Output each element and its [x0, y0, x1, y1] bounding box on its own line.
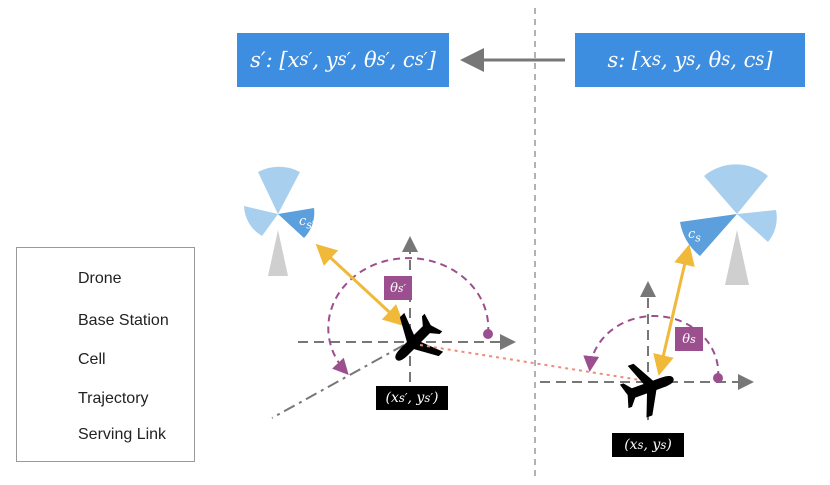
legend-item-drone: Drone	[17, 262, 194, 298]
current-state-text: ]	[764, 48, 773, 72]
right-base-station	[680, 164, 777, 285]
left-heading-line	[271, 344, 405, 419]
left-drone-icon	[376, 303, 453, 380]
legend-item-cell: Cell	[17, 343, 194, 379]
coord-text: (x	[385, 390, 399, 406]
subscript: s	[695, 231, 701, 245]
subscript: s	[652, 50, 662, 70]
legend-label: Trajectory	[78, 390, 149, 407]
current-state-text: , θ	[695, 48, 722, 72]
next-state-text: , y	[312, 48, 338, 72]
legend-label: Drone	[78, 270, 122, 287]
angle-base: θ	[682, 331, 691, 347]
subscript: s′	[376, 50, 390, 70]
left-serving-link	[315, 243, 405, 327]
trajectory-line	[419, 344, 641, 381]
current-state-text: , c	[730, 48, 756, 72]
tower-icon	[268, 230, 288, 276]
coord-text: , y	[407, 390, 425, 406]
subscript: s′	[414, 50, 428, 70]
legend: Drone Base Station Cell Trajectory Servi…	[16, 247, 195, 462]
cell-base: c	[299, 214, 307, 229]
current-state-text: s: [x	[607, 48, 653, 72]
cell-base: c	[688, 227, 696, 242]
left-angle-start-dot	[483, 329, 493, 339]
next-state-text: ]	[427, 48, 436, 72]
next-state-text: s′: [x	[250, 48, 300, 72]
subscript: s	[686, 50, 696, 70]
coord-text: , y	[643, 437, 661, 453]
subscript: s′	[397, 281, 406, 295]
subscript: s	[721, 50, 731, 70]
tower-icon	[725, 230, 749, 285]
legend-item-serving-link: Serving Link	[17, 418, 194, 454]
right-serving-link	[653, 244, 695, 376]
subscript: s	[660, 438, 667, 452]
next-state-text: , θ	[350, 48, 377, 72]
subscript: s′	[424, 391, 433, 405]
coord-text: )	[666, 437, 672, 453]
legend-item-trajectory: Trajectory	[17, 382, 194, 418]
subscript: s	[690, 332, 696, 346]
subscript: s′	[299, 50, 313, 70]
legend-label: Cell	[78, 351, 106, 368]
next-cell-label: cs′	[299, 214, 314, 232]
left-base-station	[244, 166, 315, 276]
current-cell-label: cs	[688, 227, 701, 245]
subscript: s	[637, 438, 644, 452]
legend-label: Base Station	[78, 312, 169, 329]
coord-text: (x	[624, 437, 638, 453]
right-angle-start-dot	[713, 373, 723, 383]
right-angle-arc	[583, 315, 720, 379]
legend-item-base-station: Base Station	[17, 304, 194, 340]
coord-text: )	[432, 390, 439, 406]
legend-label: Serving Link	[78, 426, 167, 443]
current-state-text: , y	[661, 48, 687, 72]
subscript: s′	[398, 391, 408, 405]
subscript: s	[755, 50, 765, 70]
cell-sector-icon	[244, 166, 315, 238]
angle-base: θ	[390, 280, 398, 296]
subscript: s′	[337, 50, 351, 70]
subscript: s′	[306, 218, 315, 232]
next-state-text: , c	[389, 48, 415, 72]
